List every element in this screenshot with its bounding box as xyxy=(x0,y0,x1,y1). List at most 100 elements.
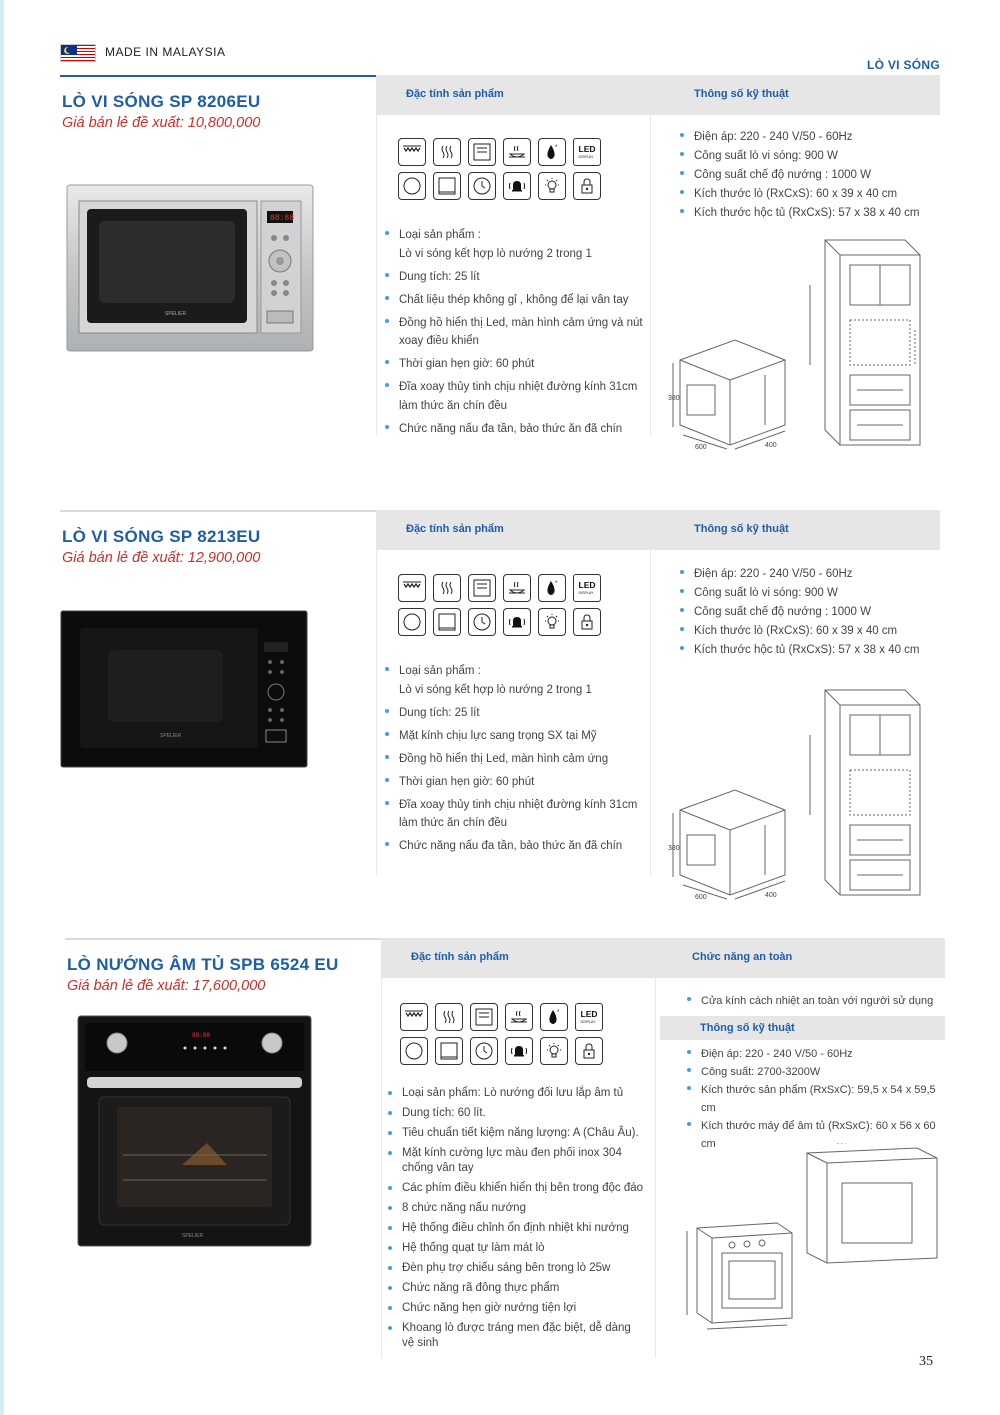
product-section-2: LÒ VI SÓNG SP 8213EU Giá bán lẻ đề xuất:… xyxy=(60,510,940,900)
lamp-icon xyxy=(538,172,566,200)
page-accent-strip xyxy=(0,0,4,1415)
product-image-built-in-oven: 88:88 SPELIER xyxy=(77,1015,312,1247)
svg-text:SPELIER: SPELIER xyxy=(182,1233,204,1239)
lamp-icon xyxy=(538,608,566,636)
feature-item: Thời gian hẹn giờ: 60 phút xyxy=(385,773,655,792)
feature-item: Tiêu chuẩn tiết kiệm năng lượng: A (Châu… xyxy=(388,1126,658,1141)
product-title: LÒ NƯỚNG ÂM TỦ SPB 6524 EU xyxy=(67,955,339,974)
column-divider xyxy=(655,978,656,1358)
dish-icon xyxy=(503,138,531,166)
width-dimension: 600 xyxy=(695,444,707,450)
feature-item: Hệ thống điều chỉnh ổn định nhiệt khi nư… xyxy=(388,1221,658,1236)
height-dimension: 380 xyxy=(668,845,680,852)
timer-icon xyxy=(468,608,496,636)
feature-item: Đèn phụ trợ chiếu sáng bên trong lò 25w xyxy=(388,1261,658,1276)
oven-cavity-icon xyxy=(435,1037,463,1065)
feature-item: Loại sản phẩm: Lò nướng đối lưu lắp âm t… xyxy=(388,1086,658,1101)
svg-text:88:88: 88:88 xyxy=(270,214,294,223)
features-heading: Đặc tính sản phẩm xyxy=(376,510,650,550)
oven-cavity-icon xyxy=(433,172,461,200)
svg-text:LED: LED xyxy=(581,1009,598,1019)
category-label: LÒ VI SÓNG xyxy=(866,58,940,72)
feature-item: Loại sản phẩm :Lò vi sóng kết hợp lò nướ… xyxy=(385,662,655,699)
feature-item: Đồng hồ hiển thị Led, màn hình cảm ứng v… xyxy=(385,314,655,351)
alarm-icon xyxy=(503,172,531,200)
svg-text:88:88: 88:88 xyxy=(192,1032,210,1039)
oven-cavity-icon xyxy=(433,608,461,636)
svg-text:*: * xyxy=(555,145,558,151)
feature-item: Khoang lò được tráng men đặc biệt, dễ dà… xyxy=(388,1321,658,1351)
features-list: Loại sản phẩm: Lò nướng đối lưu lắp âm t… xyxy=(388,1086,658,1356)
height-dimension: 380 xyxy=(668,395,680,402)
defrost-icon: * xyxy=(540,1003,568,1031)
defrost-icon: * xyxy=(538,138,566,166)
feature-item: Chức năng nấu đa tần, bảo thức ăn đã chí… xyxy=(385,420,655,439)
svg-text:DISPLAY: DISPLAY xyxy=(581,1020,597,1024)
spec-item: Công suất: 2700-3200W xyxy=(687,1063,947,1081)
timer-icon xyxy=(470,1037,498,1065)
page-number: 35 xyxy=(919,1354,933,1369)
svg-text:LED: LED xyxy=(579,144,596,154)
feature-item: Dung tích: 25 lít xyxy=(385,704,655,723)
specs-list: Điện áp: 220 - 240 V/50 - 60Hz Công suất… xyxy=(687,1045,947,1153)
microwave-icon xyxy=(468,138,496,166)
product-price: Giá bán lẻ đề xuất: 12,900,000 xyxy=(62,550,261,566)
column-divider xyxy=(650,115,651,435)
specs-list: Điện áp: 220 - 240 V/50 - 60Hz Công suất… xyxy=(680,565,940,660)
specs-heading: Thông số kỹ thuật xyxy=(660,1016,945,1040)
timer-icon xyxy=(468,172,496,200)
child-lock-icon xyxy=(575,1037,603,1065)
oven-installation-diagram xyxy=(686,1143,938,1330)
product-price: Giá bán lẻ đề xuất: 10,800,000 xyxy=(62,115,261,131)
svg-text:*: * xyxy=(557,1010,560,1016)
made-in-label: MADE IN MALAYSIA xyxy=(105,45,226,59)
product-title: LÒ VI SÓNG SP 8206EU xyxy=(62,92,261,111)
product-section-1: LÒ VI SÓNG SP 8206EU Giá bán lẻ đề xuất:… xyxy=(60,75,940,455)
spec-item: Kích thước sản phẩm (RxSxC): 59,5 x 54 x… xyxy=(687,1081,947,1117)
feature-item: Chất liệu thép không gỉ , không để lại v… xyxy=(385,291,655,310)
spec-item: Điện áp: 220 - 240 V/50 - 60Hz xyxy=(680,565,940,584)
spec-item: Công suất lò vi sóng: 900 W xyxy=(680,147,940,166)
malaysia-flag-icon xyxy=(60,44,96,62)
spec-item: Công suất chế độ nướng : 1000 W xyxy=(680,166,940,185)
lamp-icon xyxy=(540,1037,568,1065)
grill-icon xyxy=(400,1003,428,1031)
installation-diagram: 380 600 400 xyxy=(668,689,921,900)
svg-text:DISPLAY: DISPLAY xyxy=(579,591,595,595)
depth-dimension: 400 xyxy=(765,442,777,449)
product-image-black-microwave: SPELIER xyxy=(60,610,308,768)
alarm-icon xyxy=(505,1037,533,1065)
feature-item: Đĩa xoay thủy tinh chịu nhiệt đường kính… xyxy=(385,796,655,833)
microwave-icon xyxy=(470,1003,498,1031)
product-price: Giá bán lẻ đề xuất: 17,600,000 xyxy=(67,978,266,994)
product-section-3: LÒ NƯỚNG ÂM TỦ SPB 6524 EU Giá bán lẻ đề… xyxy=(65,938,945,1358)
grill-icon xyxy=(398,574,426,602)
feature-item: Đồng hồ hiển thị Led, màn hình cảm ứng xyxy=(385,750,655,769)
svg-text:SPELIER: SPELIER xyxy=(165,311,187,317)
spec-item: Kích thước máy để âm tủ (RxSxC): 60 x 56… xyxy=(687,1117,947,1153)
width-dimension: 600 xyxy=(695,894,707,900)
feature-item: Chức năng rã đông thực phẩm xyxy=(388,1281,658,1296)
spec-item: Kích thước hộc tủ (RxCxS): 57 x 38 x 40 … xyxy=(680,641,940,660)
feature-item: Mặt kính cường lực màu đen phối inox 304… xyxy=(388,1146,658,1176)
feature-item: Đĩa xoay thủy tinh chịu nhiệt đường kính… xyxy=(385,378,655,415)
features-heading: Đặc tính sản phẩm xyxy=(376,75,650,115)
svg-text:*: * xyxy=(555,581,558,587)
installation-diagram: 380 600 400 xyxy=(668,239,921,450)
feature-item: Thời gian hẹn giờ: 60 phút xyxy=(385,355,655,374)
depth-dimension: 400 xyxy=(765,892,777,899)
column-divider xyxy=(381,978,382,1358)
feature-item: Loại sản phẩm :Lò vi sóng kết hợp lò nướ… xyxy=(385,226,655,263)
spec-item: Điện áp: 220 - 240 V/50 - 60Hz xyxy=(687,1045,947,1063)
turntable-icon xyxy=(400,1037,428,1065)
features-heading: Đặc tính sản phẩm xyxy=(381,938,655,978)
spec-item: Kích thước lò (RxCxS): 60 x 39 x 40 cm xyxy=(680,622,940,641)
safety-heading: Chức năng an toàn xyxy=(655,938,945,978)
safety-list: Cửa kính cách nhiệt an toàn với người sử… xyxy=(687,992,947,1010)
steam-heat-icon xyxy=(433,574,461,602)
feature-item: Hệ thống quạt tự làm mát lò xyxy=(388,1241,658,1256)
safety-item: Cửa kính cách nhiệt an toàn với người sử… xyxy=(687,992,947,1010)
